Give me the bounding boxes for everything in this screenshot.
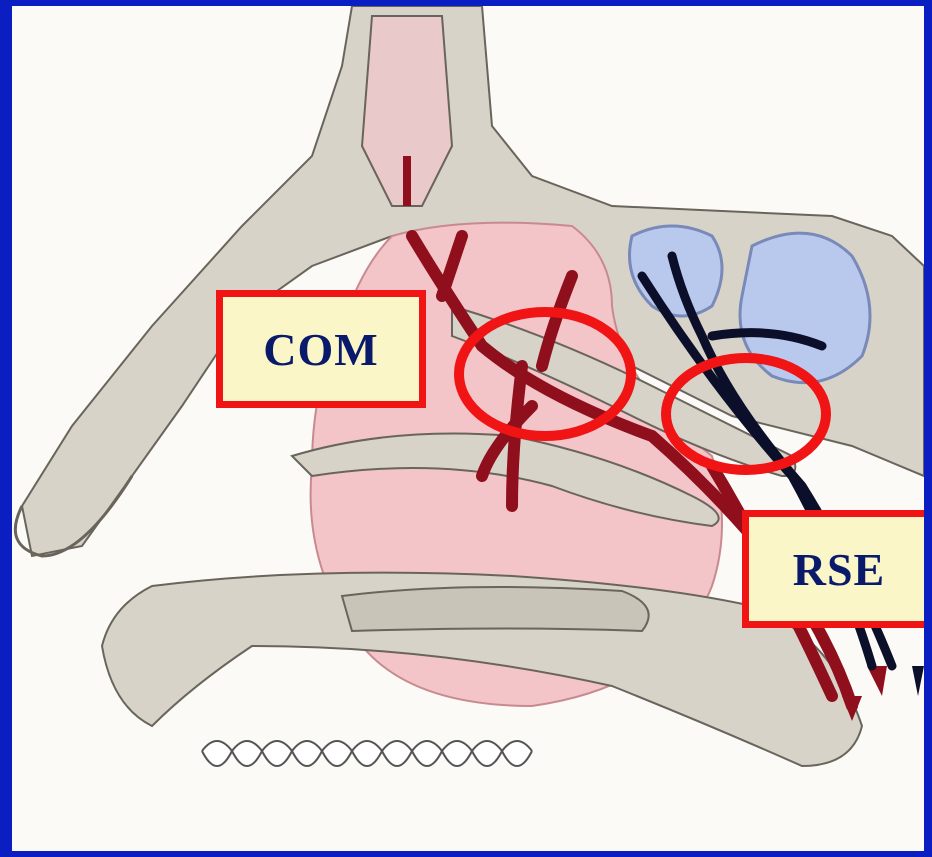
artery-arrow-2 xyxy=(867,666,887,696)
diagram-frame: COM RSE xyxy=(12,6,924,851)
palate-inner xyxy=(342,587,649,631)
nasal-anatomy-illustration xyxy=(12,6,924,851)
nerve-arrow xyxy=(912,666,924,696)
rse-label: RSE xyxy=(742,510,924,628)
com-label: COM xyxy=(216,290,426,408)
teeth xyxy=(202,741,532,766)
